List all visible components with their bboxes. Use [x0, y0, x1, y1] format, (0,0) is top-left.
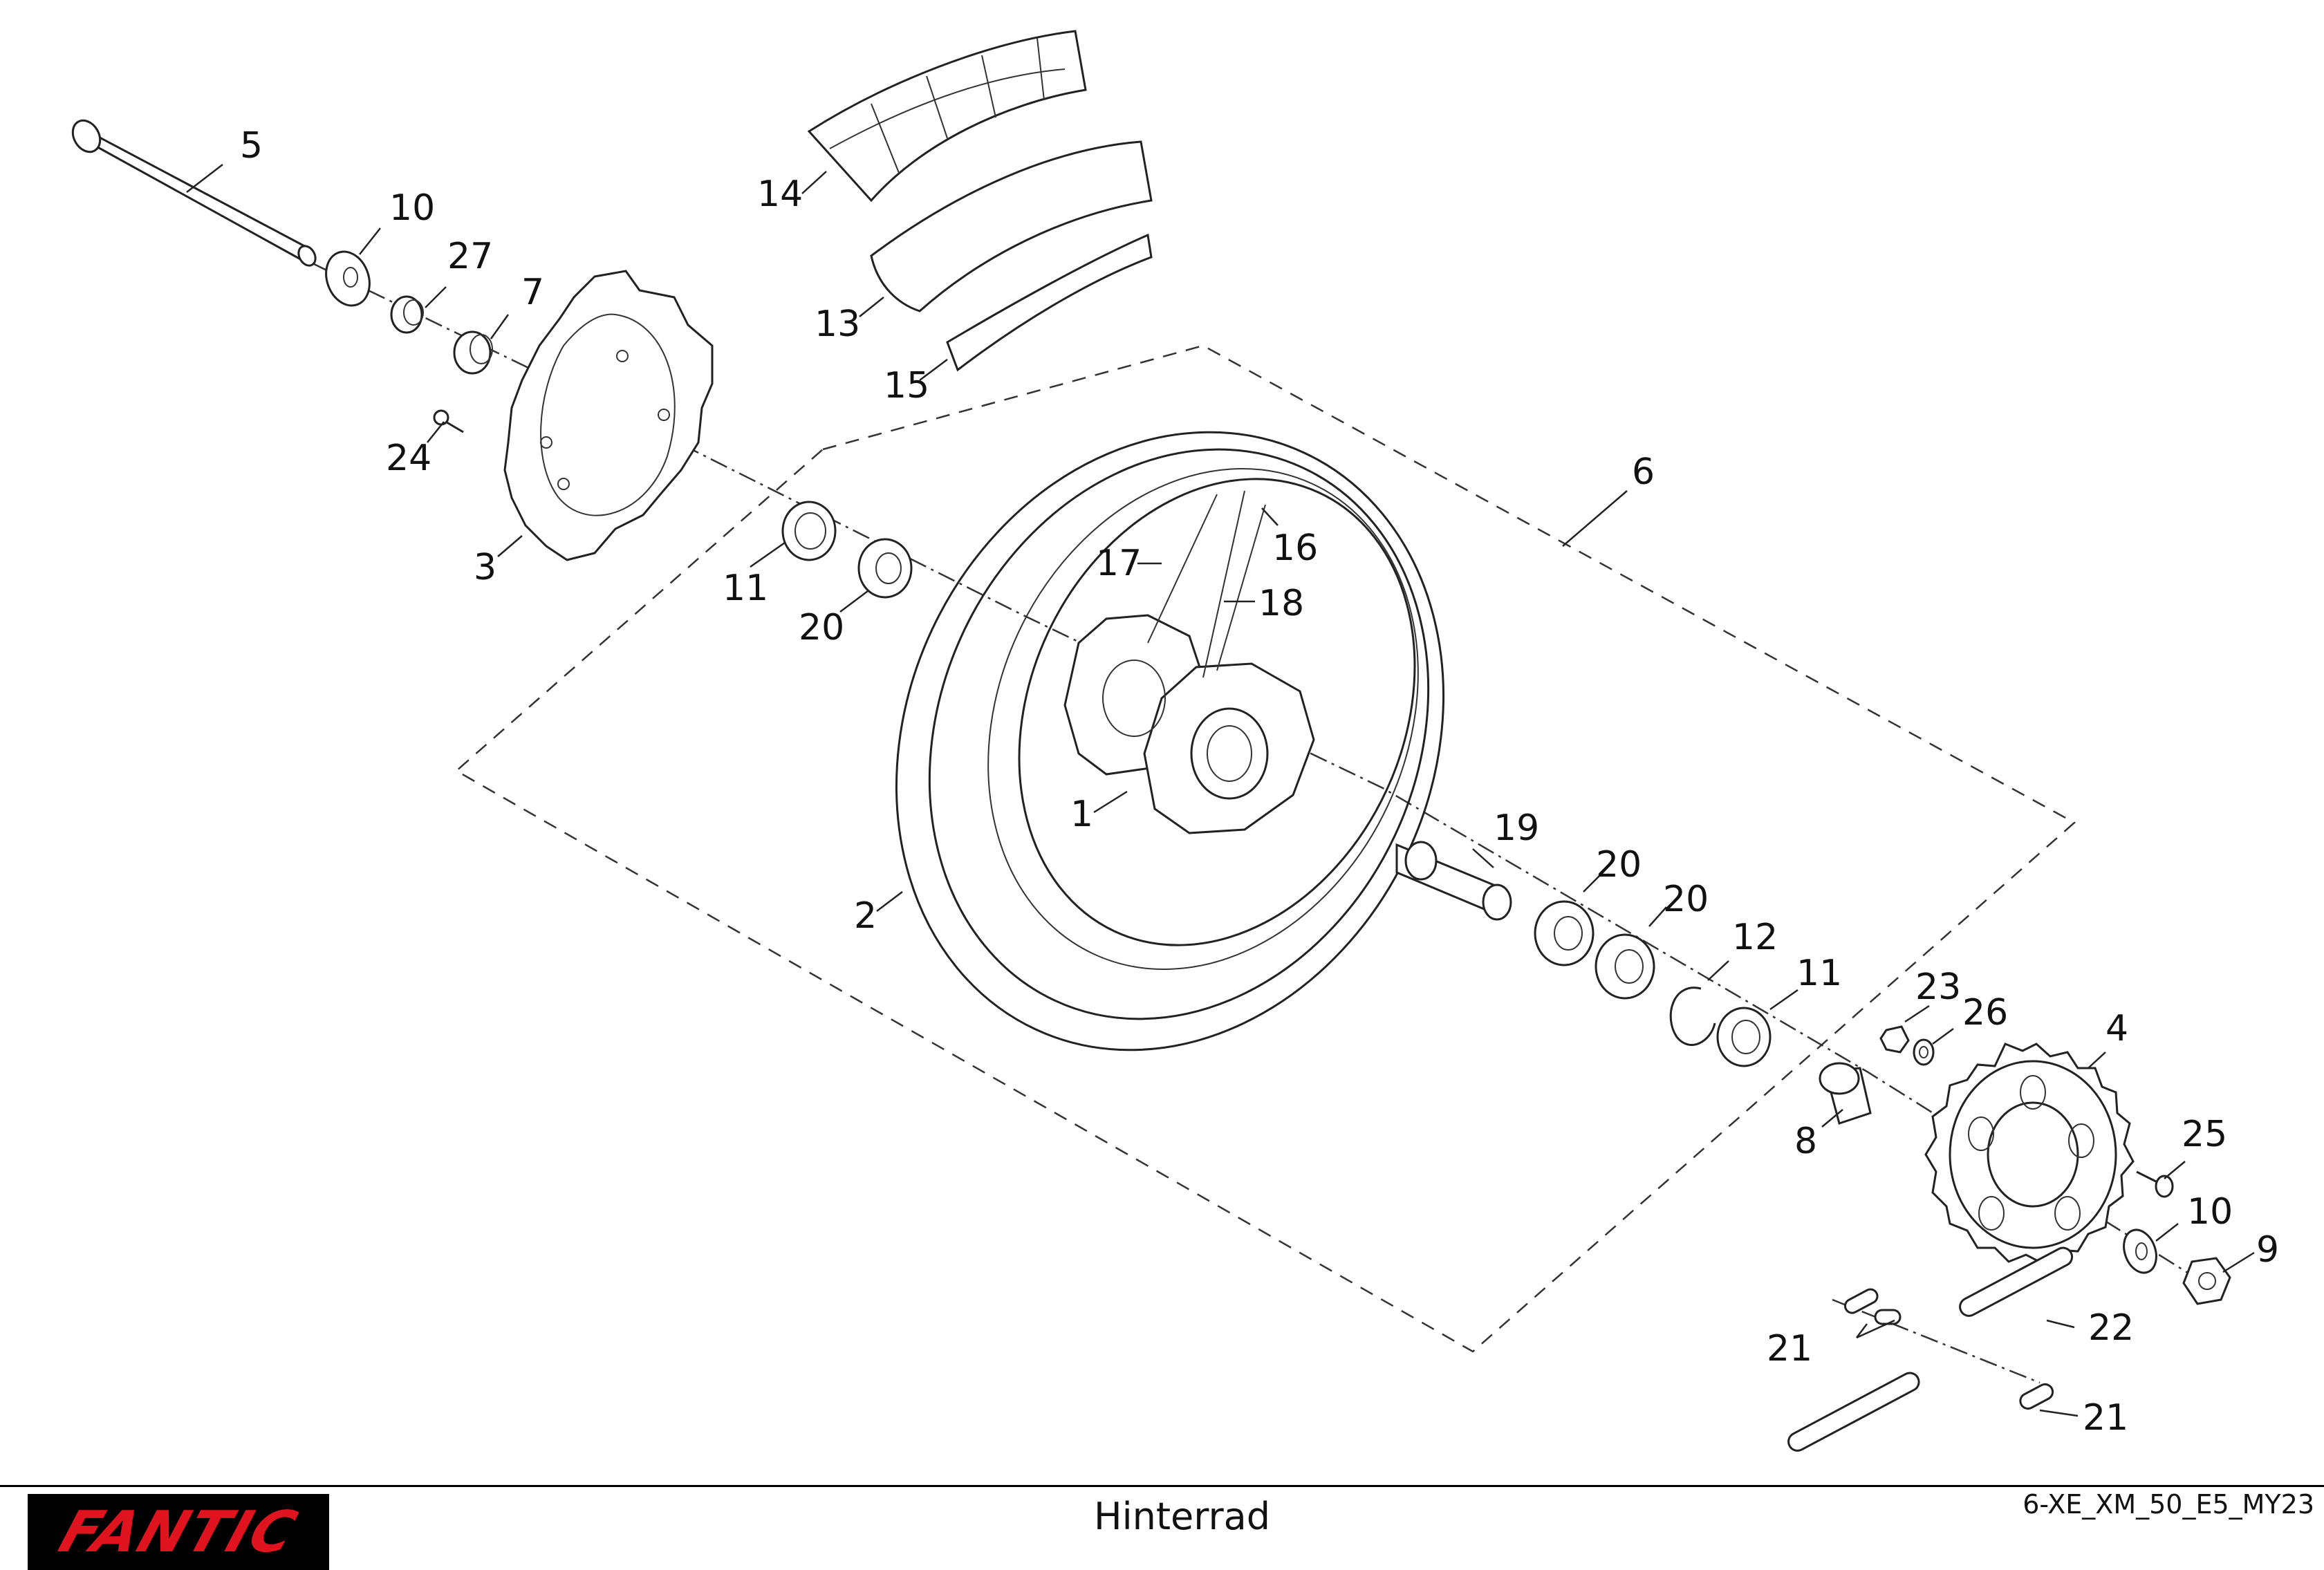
- footer-bar: FANTIC: [0, 1485, 2324, 1570]
- brand-logo-text: FANTIC: [51, 1499, 306, 1565]
- chain-axis: [1832, 1298, 2041, 1384]
- callout-17: 17: [1096, 543, 1142, 584]
- spokes: [1147, 490, 1266, 678]
- spacer-7: [453, 330, 493, 375]
- bearing-left: [857, 538, 913, 599]
- model-code: 6-XE_XM_50_E5_MY23: [2023, 1489, 2314, 1520]
- callout-23: 23: [1915, 966, 1961, 1008]
- callout-20-right-1: 20: [1596, 844, 1642, 886]
- callout-9: 9: [2256, 1229, 2279, 1271]
- bearing-right-2: [1595, 933, 1655, 1000]
- callout-8: 8: [1794, 1121, 1817, 1162]
- callout-10-left: 10: [389, 187, 435, 229]
- page-title: Hinterrad: [1094, 1495, 1271, 1538]
- callout-5: 5: [240, 125, 263, 167]
- chain-lower: [1787, 1372, 1920, 1452]
- bolt-25: [2136, 1170, 2174, 1198]
- washer-left: [325, 250, 371, 307]
- callout-7: 7: [521, 272, 544, 313]
- callout-21-lower: 21: [2083, 1397, 2128, 1439]
- assembly-axis: [310, 261, 2220, 1294]
- wheel-hub: [1063, 614, 1315, 834]
- spacer-27: [390, 295, 424, 334]
- nut-9: [2182, 1257, 2231, 1305]
- nut-23: [1879, 1025, 1910, 1054]
- callout-2: 2: [854, 895, 877, 937]
- brand-logo: FANTIC: [28, 1494, 329, 1570]
- brake-disc: [503, 270, 714, 561]
- callout-4: 4: [2105, 1008, 2128, 1049]
- callout-14: 14: [757, 174, 803, 215]
- callout-21-upper: 21: [1767, 1328, 1812, 1370]
- chain-upper: [1959, 1246, 2074, 1317]
- master-link-upper: [1844, 1288, 1902, 1325]
- bearing-right-1: [1534, 900, 1595, 966]
- washer-right: [2123, 1228, 2157, 1274]
- master-link-lower: [2019, 1383, 2054, 1410]
- callout-25: 25: [2182, 1114, 2227, 1155]
- wheel-rim: [895, 431, 1444, 1052]
- callout-18: 18: [1258, 583, 1304, 624]
- callout-11-left: 11: [723, 568, 768, 609]
- spacer-8: [1819, 1062, 1872, 1125]
- callout-10-right: 10: [2187, 1191, 2233, 1233]
- seal-right: [1716, 1007, 1772, 1067]
- sprocket: [1924, 1043, 2135, 1265]
- callout-labels: 5 10 27 7 24 3 14 13 15 6 11 20 17 16 18…: [240, 125, 2279, 1439]
- wheel-assembly-outline: [454, 344, 2076, 1353]
- leader-lines: [186, 164, 2255, 1417]
- spacer-19: [1395, 841, 1512, 921]
- tire-cover: [807, 30, 1087, 203]
- callout-22: 22: [2088, 1307, 2134, 1349]
- callout-12: 12: [1732, 917, 1778, 958]
- inner-tube: [870, 140, 1153, 312]
- callout-11-right: 11: [1796, 953, 1842, 994]
- callout-20-left: 20: [799, 607, 844, 648]
- callout-19: 19: [1494, 807, 1539, 849]
- washer-26: [1913, 1038, 1935, 1066]
- callout-13: 13: [815, 303, 860, 345]
- callout-26: 26: [1962, 992, 2008, 1034]
- callout-6: 6: [1632, 451, 1655, 493]
- callout-1: 1: [1070, 794, 1093, 835]
- callout-27: 27: [447, 236, 493, 277]
- callout-15: 15: [884, 365, 929, 406]
- seal-left: [781, 501, 837, 561]
- exploded-parts-diagram: 5 10 27 7 24 3 14 13 15 6 11 20 17 16 18…: [71, 30, 2279, 1452]
- circlip: [1669, 987, 1716, 1046]
- callout-3: 3: [474, 547, 496, 588]
- callout-24: 24: [386, 438, 431, 479]
- axle: [71, 119, 317, 267]
- callout-20-right-2: 20: [1663, 879, 1709, 920]
- rim-tape: [946, 233, 1153, 372]
- callout-16: 16: [1272, 527, 1318, 569]
